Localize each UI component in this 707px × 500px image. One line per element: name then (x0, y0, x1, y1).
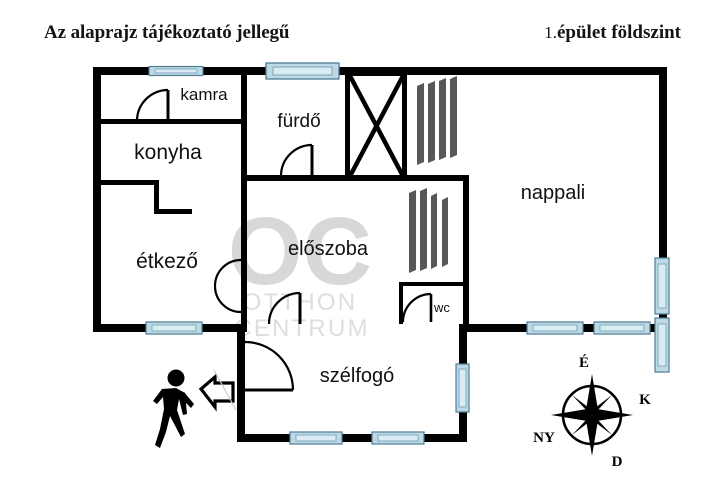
radiator-icon-top (417, 76, 457, 165)
compass-point-e (592, 409, 633, 421)
floorplan-drawing: OC OTTHON CENTRUM (93, 62, 670, 470)
door-wc (401, 292, 433, 323)
window-szelfogo-bottom-right (371, 431, 425, 445)
wall-shaft-top (345, 71, 407, 76)
watermark-mark: OC (228, 198, 372, 305)
window-nappali-bottom-left (526, 321, 584, 335)
entrance-guide-line (213, 369, 237, 411)
compass-point-s (586, 415, 598, 456)
wall-wc-left (399, 282, 403, 324)
entrance-arrow-icon (198, 373, 235, 412)
compass-label-east: K (639, 392, 651, 408)
wall-kitchen-stub-vertical (154, 180, 159, 214)
wall-exterior-right (659, 67, 667, 330)
wall-exterior-left (93, 67, 101, 332)
radiator-icon-middle (409, 188, 448, 273)
door-etkezo-eloszoba (213, 258, 242, 314)
window-szelfogo-bottom-left (289, 431, 343, 445)
wall-wc-right (463, 282, 467, 328)
shaft-void-icon (347, 72, 406, 180)
wall-interior-vertical-right (463, 175, 469, 332)
wall-furdo-right (345, 71, 350, 181)
compass-point-nw (572, 395, 592, 415)
room-label-nappali: nappali (521, 182, 586, 204)
compass-label-west: NY (533, 430, 555, 446)
compass-point-w (551, 409, 592, 421)
watermark-line2: CENTRUM (234, 315, 369, 342)
wall-shaft-right (402, 71, 407, 181)
room-label-kamra: kamra (180, 85, 228, 104)
window-nappali-bottom-right (593, 321, 651, 335)
window-nappali-right-upper (654, 257, 670, 315)
window-furdo-top (265, 62, 340, 80)
room-labels: kamra konyha étkező fürdő előszoba wc na… (134, 85, 585, 387)
wall-szelfogo-bottom (237, 434, 467, 442)
window-nappali-right-lower (654, 317, 670, 373)
window-szelfogo-right (455, 363, 470, 413)
compass-point-ne (592, 395, 612, 415)
room-label-eloszoba: előszoba (288, 238, 369, 260)
room-label-konyha: konyha (134, 141, 202, 164)
compass-rose: É K D NY (533, 354, 651, 470)
room-label-furdo: fürdő (277, 111, 320, 132)
building-number: 1. (544, 23, 557, 42)
wall-furdo-bottom (243, 175, 469, 181)
compass-label-south: D (612, 454, 623, 470)
doors (135, 88, 433, 392)
wall-szelfogo-left (237, 324, 245, 442)
compass-label-north: É (579, 354, 589, 371)
building-level-title: 1.épület földszint (544, 22, 681, 44)
wall-wc-top (399, 282, 467, 286)
building-level-label: épület földszint (556, 22, 681, 43)
window-etkezo-bottom (145, 321, 203, 335)
windows (145, 62, 670, 445)
wall-interior-vertical-left (241, 67, 247, 332)
door-szelfogo (244, 340, 295, 392)
room-label-etkezo: étkező (136, 250, 198, 273)
compass-point-sw (572, 415, 592, 435)
wall-kamra-bottom (97, 119, 243, 124)
compass-point-n (586, 374, 598, 415)
window-kamra-top (148, 65, 204, 77)
wall-kitchen-stub-horizontal-1 (97, 180, 159, 185)
walking-person-icon (153, 369, 194, 448)
door-eloszoba (267, 291, 302, 325)
page-title: Az alaprajz tájékoztató jellegű (44, 22, 290, 43)
room-label-wc: wc (433, 300, 450, 315)
door-kamra (135, 88, 170, 122)
compass-point-se (592, 415, 612, 435)
wall-kitchen-stub-horizontal-2 (154, 209, 192, 214)
room-label-szelfogo: szélfogó (320, 365, 395, 387)
door-furdo (279, 143, 314, 177)
